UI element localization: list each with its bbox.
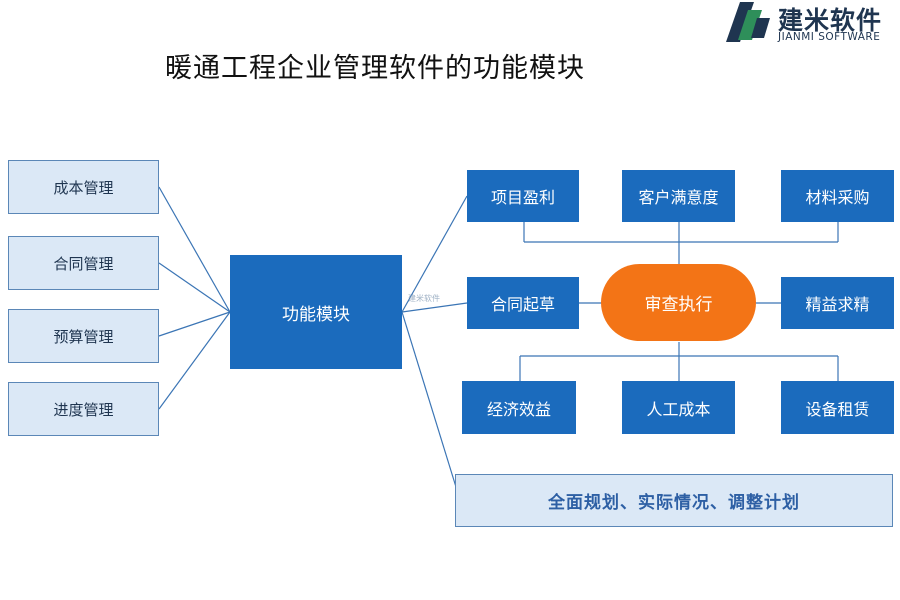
connector-left-2 <box>158 262 231 313</box>
left-item-budget: 预算管理 <box>8 309 159 363</box>
mid-item-review-execution: 审查执行 <box>601 264 756 341</box>
connector-left-3 <box>158 311 231 337</box>
left-item-cost: 成本管理 <box>8 160 159 214</box>
brand-logo: 建米软件 JIANMI SOFTWARE <box>726 0 900 48</box>
top-item-procurement: 材料采购 <box>781 170 894 222</box>
connector-right-3 <box>401 311 461 501</box>
center-function-module: 功能模块 <box>230 255 402 369</box>
page-title: 暖通工程企业管理软件的功能模块 <box>165 53 585 84</box>
connector-right-1 <box>401 195 468 313</box>
connector-left-4 <box>158 311 231 410</box>
jianmi-logo-icon <box>726 2 770 42</box>
logo-chinese-text: 建米软件 <box>778 6 883 35</box>
left-item-contract: 合同管理 <box>8 236 159 290</box>
bottom-item-labor-cost: 人工成本 <box>622 381 735 434</box>
bottom-item-equipment-rental: 设备租赁 <box>781 381 894 434</box>
connector-left-1 <box>158 186 231 313</box>
mid-item-drafting: 合同起草 <box>467 277 579 329</box>
left-item-schedule: 进度管理 <box>8 382 159 436</box>
top-item-satisfaction: 客户满意度 <box>622 170 735 222</box>
top-item-profit: 项目盈利 <box>467 170 579 222</box>
mid-item-excellence: 精益求精 <box>781 277 894 329</box>
logo-english-text: JIANMI SOFTWARE <box>778 31 881 43</box>
bottom-item-economic-benefit: 经济效益 <box>462 381 576 434</box>
bottom-banner: 全面规划、实际情况、调整计划 <box>455 474 893 527</box>
watermark-text: 建米软件 <box>408 294 440 303</box>
connector-right-2 <box>401 302 468 313</box>
